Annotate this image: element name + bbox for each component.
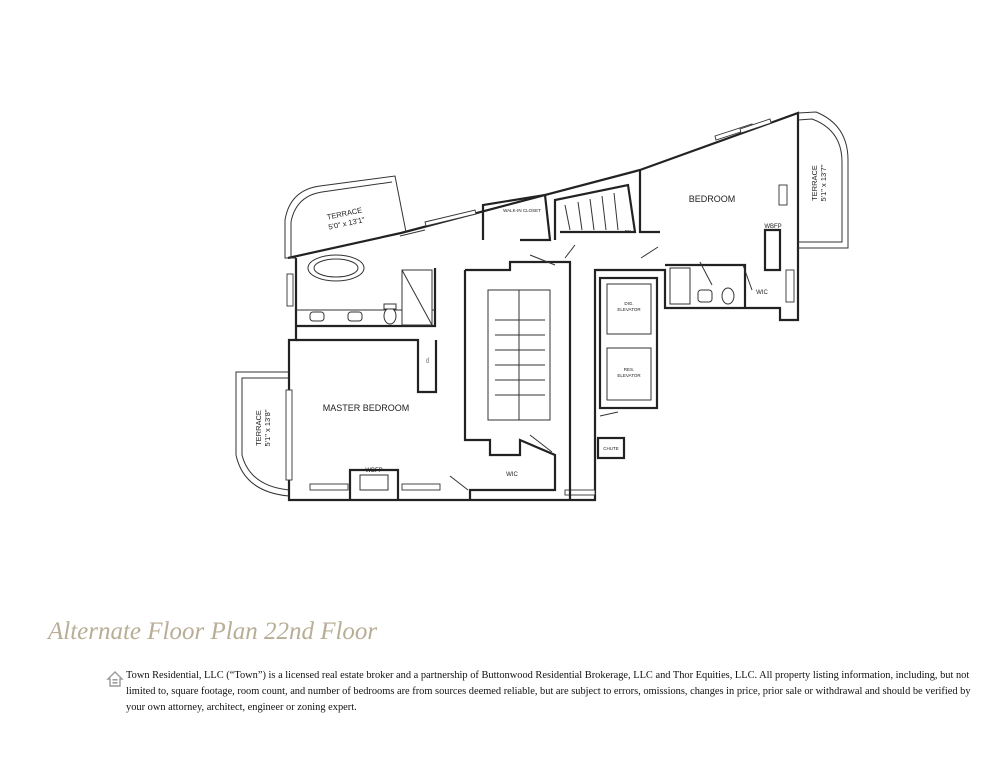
elevator-res-car — [606, 347, 652, 401]
terrace-left-label: TERRACE — [254, 410, 263, 446]
equal-housing-opportunity-icon — [106, 671, 124, 687]
res-elevator-label-2: ELEVATOR — [617, 373, 641, 378]
terrace-right-dims: 5'1" x 13'7" — [819, 164, 828, 201]
wic-bedroom-label: WIC — [756, 290, 768, 296]
terrace-right-label: TERRACE — [810, 165, 819, 201]
wbfp-bedroom-label: WBFP — [764, 224, 781, 230]
dig-elevator-label-2: ELEVATOR — [617, 307, 641, 312]
exterior-wall — [287, 111, 800, 502]
closet-label: CL — [425, 357, 430, 363]
floor-plan: TERRACE 5'0" x 13'1" TERRACE 5'1" x 13'7… — [235, 111, 849, 502]
disclaimer-block: Town Residential, LLC (“Town”) is a lice… — [106, 668, 976, 716]
stair-core-wall — [465, 260, 572, 500]
wic-master-label: WIC — [506, 472, 518, 478]
wbfp-master-label: WBFP — [365, 468, 382, 474]
master-bedroom-label: MASTER BEDROOM — [323, 403, 410, 413]
terrace-right-outline — [797, 111, 849, 249]
disclaimer-text: Town Residential, LLC (“Town”) is a lice… — [126, 670, 971, 713]
chute-label: CHUTE — [603, 446, 619, 451]
dig-elevator-label-1: DIG. — [624, 301, 633, 306]
dn-label: DN — [625, 229, 632, 234]
walk-in-closet-label: WALK-IN CLOSET — [503, 208, 541, 213]
floor-plan-title: Alternate Floor Plan 22nd Floor — [48, 618, 378, 645]
terrace-left-dims: 5'1" x 13'8" — [263, 409, 272, 446]
res-elevator-label-1: RES. — [624, 367, 635, 372]
elevator-dig-car — [606, 283, 652, 335]
bedroom-label: BEDROOM — [689, 194, 736, 204]
terrace-top-outline — [284, 175, 407, 259]
terrace-left-outline — [235, 371, 290, 497]
